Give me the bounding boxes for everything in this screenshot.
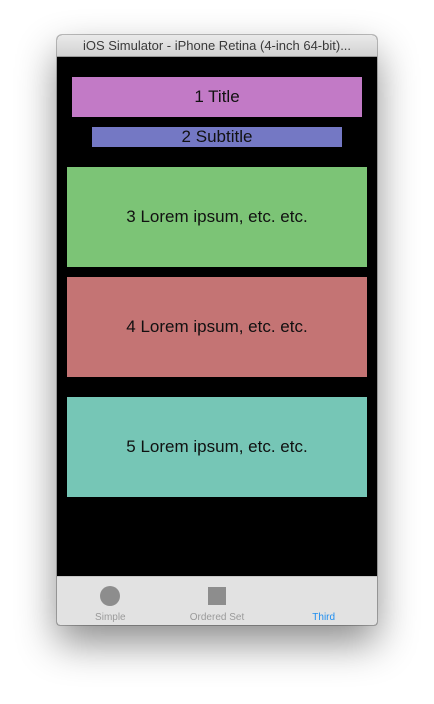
content-block-5: 5 Lorem ipsum, etc. etc. — [67, 397, 367, 497]
tab-ordered-set[interactable]: Ordered Set — [164, 577, 271, 625]
content-label-5: 5 Lorem ipsum, etc. etc. — [126, 437, 308, 456]
square-icon — [208, 587, 226, 605]
content-label-3: 3 Lorem ipsum, etc. etc. — [126, 207, 308, 226]
tab-simple[interactable]: Simple — [57, 577, 164, 625]
window-title: iOS Simulator - iPhone Retina (4-inch 64… — [82, 38, 352, 53]
subtitle-label: 2 Subtitle — [181, 127, 253, 146]
circle-icon — [100, 586, 121, 606]
content-label-4: 4 Lorem ipsum, etc. etc. — [126, 317, 308, 336]
window-titlebar[interactable]: iOS Simulator - iPhone Retina (4-inch 64… — [57, 35, 377, 57]
device-screen: 1 Title 2 Subtitle 3 Lorem ipsum, etc. e… — [57, 57, 377, 625]
content-block-3: 3 Lorem ipsum, etc. etc. — [67, 167, 367, 267]
tab-simple-label: Simple — [95, 612, 126, 623]
title-block: 1 Title — [72, 77, 362, 117]
tab-bar: Simple Ordered Set Third — [57, 576, 377, 625]
subtitle-block: 2 Subtitle — [92, 127, 342, 147]
simulator-window: iOS Simulator - iPhone Retina (4-inch 64… — [57, 35, 377, 625]
tab-ordered-set-label: Ordered Set — [189, 612, 245, 623]
tab-third-label: Third — [312, 612, 336, 623]
content-block-4: 4 Lorem ipsum, etc. etc. — [67, 277, 367, 377]
tab-third[interactable]: Third — [270, 577, 377, 625]
title-label: 1 Title — [194, 87, 240, 106]
